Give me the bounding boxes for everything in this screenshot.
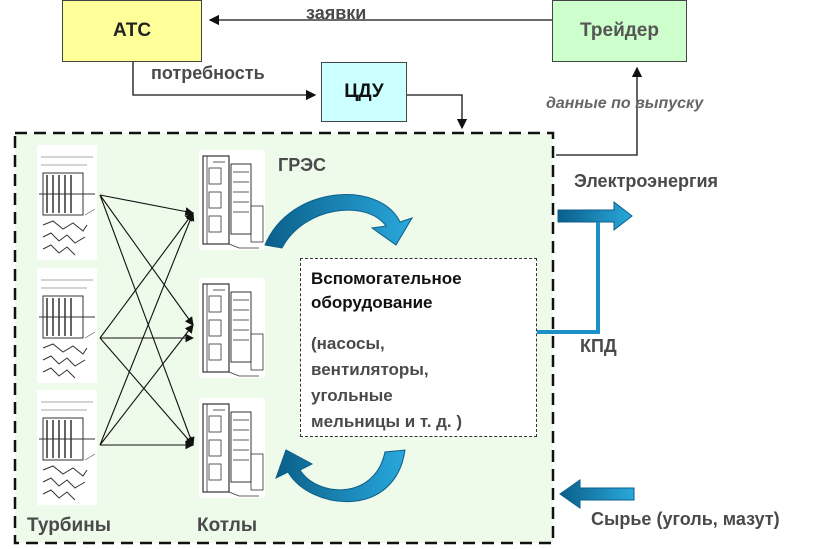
turbine-icon	[36, 144, 98, 261]
aux-item: мельницы и т. д. )	[311, 412, 463, 431]
curved-arrow-icon	[275, 449, 406, 503]
turbine-icon	[36, 389, 98, 506]
requests-label: заявки	[306, 3, 367, 23]
aux-items-list: (насосы, вентиляторы, угольные мельницы …	[311, 331, 462, 435]
demand-arrow	[132, 62, 317, 101]
trader-label: Трейдер	[580, 20, 659, 41]
aux-title: Вспомогательное оборудование	[311, 269, 462, 312]
aux-item: (насосы,	[311, 334, 385, 353]
turbine-icon	[36, 267, 98, 384]
plant-name: ГРЭС	[278, 155, 327, 175]
turbines-label: Турбины	[27, 515, 111, 536]
trader-node: Трейдер	[552, 0, 687, 62]
cdu-label: ЦДУ	[344, 81, 384, 102]
demand-label: потребность	[151, 63, 265, 83]
auxiliary-equipment-box: Вспомогательное оборудование (насосы, ве…	[300, 258, 537, 437]
raw-materials-arrow-icon	[559, 479, 635, 509]
electricity-arrow-icon	[557, 200, 633, 232]
output-data-label: данные по выпуску	[546, 95, 704, 112]
turbine-boiler-links	[99, 194, 195, 450]
cdu-node: ЦДУ	[321, 62, 407, 122]
curved-arrow-icon	[264, 194, 414, 249]
ats-label: АТС	[112, 20, 152, 41]
electricity-label: Электроэнергия	[574, 171, 719, 191]
aux-item: угольные	[311, 386, 393, 405]
boiler-icon	[198, 397, 266, 499]
boilers-label: Котлы	[197, 515, 258, 536]
raw-materials-label: Сырье (уголь, мазут)	[591, 509, 780, 529]
boiler-icon	[198, 149, 266, 251]
dispatch-arrow	[407, 94, 468, 130]
efficiency-label: КПД	[580, 336, 617, 356]
boiler-icon	[198, 277, 266, 379]
output-data-arrow	[556, 66, 643, 156]
aux-item: вентиляторы,	[311, 360, 429, 379]
ats-node: АТС	[62, 0, 202, 62]
